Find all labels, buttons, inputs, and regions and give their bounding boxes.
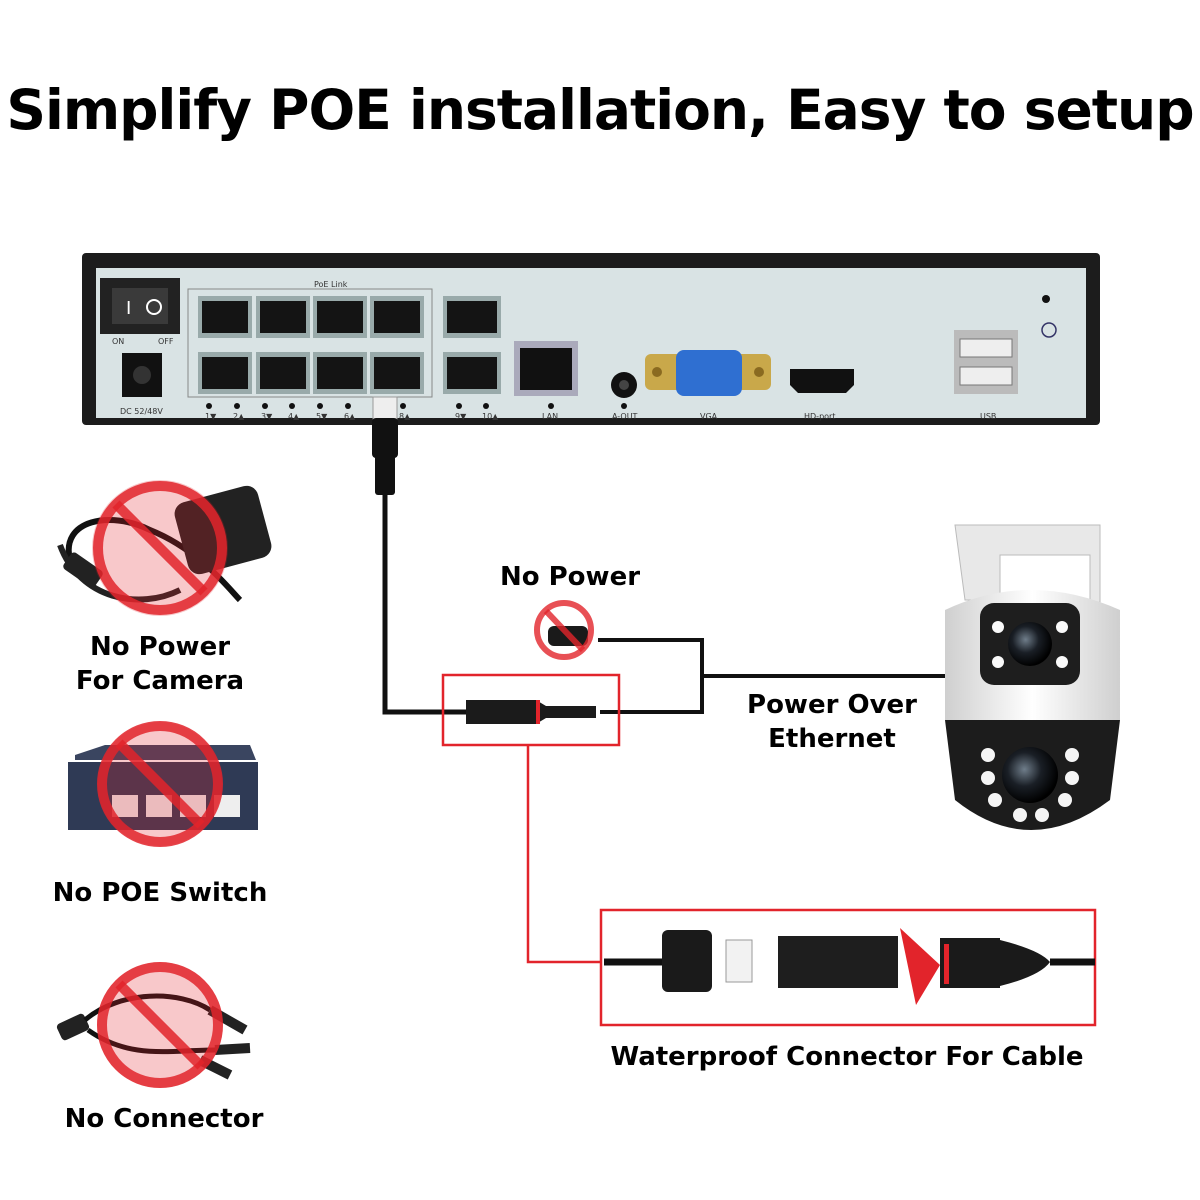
poe-port-group: [198, 296, 501, 394]
poe-port-6[interactable]: [313, 352, 367, 394]
prohibited-icon: [534, 600, 594, 660]
poe-line2: Ethernet: [768, 724, 896, 754]
no-connector-label: No Connector: [64, 1104, 264, 1134]
port-label-5: 5▼: [316, 412, 328, 421]
port-label-1: 1▼: [205, 412, 217, 421]
port-led-3: [262, 403, 268, 409]
poe-port-1[interactable]: [198, 296, 252, 338]
no-power-label: No Power: [499, 562, 641, 592]
port-led-5: [317, 403, 323, 409]
page-title: Simplify POE installation, Easy to setup: [6, 78, 1194, 142]
nvr-recorder: I ON OFF DC 52/48V PoE Link 1▼ 2▲ 3▼ 4▲ 5▼ 6▲…: [82, 253, 1100, 425]
poe-line1: Power Over: [747, 690, 917, 720]
port-label-8: 8▲: [399, 412, 411, 421]
port-label-10: 10▲: [482, 412, 499, 421]
usb-ports[interactable]: [954, 330, 1018, 394]
poe-port-2[interactable]: [198, 352, 252, 394]
port-led-10: [483, 403, 489, 409]
waterproof-connector-icon: [604, 928, 1095, 1005]
vga-port[interactable]: [645, 350, 771, 396]
no-power-camera-line2: For Camera: [75, 666, 245, 696]
no-power-camera-line1: No Power: [89, 632, 231, 662]
ip-camera-icon: [945, 524, 1120, 830]
poe-link-label: PoE Link: [314, 280, 348, 289]
port-label-3: 3▼: [261, 412, 273, 421]
poe-label: Power Over Ethernet: [732, 688, 932, 756]
aout-label: A-OUT: [612, 412, 638, 421]
ground-icon: [1041, 322, 1057, 338]
poe-port-8[interactable]: [370, 352, 424, 394]
poe-port-4[interactable]: [256, 352, 310, 394]
hd-label: HD-port: [804, 412, 835, 421]
port-led-1: [206, 403, 212, 409]
lan-port[interactable]: [514, 341, 578, 396]
port-led-9: [456, 403, 462, 409]
switch-off-label: OFF: [158, 337, 174, 346]
lan-label: LAN: [542, 412, 558, 421]
connector-callout: [441, 673, 1097, 1027]
hdmi-port[interactable]: [790, 369, 854, 393]
poe-port-5[interactable]: [313, 296, 367, 338]
port-label-4: 4▲: [288, 412, 300, 421]
port-led-6: [345, 403, 351, 409]
poe-port-9[interactable]: [443, 296, 501, 338]
poe-port-7[interactable]: [370, 296, 424, 338]
poe-port-3[interactable]: [256, 296, 310, 338]
port-label-6: 6▲: [344, 412, 356, 421]
dc-plug-no-power: [534, 600, 594, 660]
poe-port-10[interactable]: [443, 352, 501, 394]
no-power-camera-label: No Power For Camera: [40, 630, 280, 698]
svg-text:I: I: [126, 298, 131, 319]
network-cable: [372, 396, 945, 724]
dc-label: DC 52/48V: [120, 407, 163, 416]
power-switch[interactable]: I: [100, 278, 180, 334]
port-led-2: [234, 403, 240, 409]
dc-splitter-icon: [56, 962, 251, 1088]
power-adapter-icon: [57, 480, 272, 616]
vga-label: VGA: [700, 412, 718, 421]
switch-on-label: ON: [112, 337, 124, 346]
port-label-2: 2▲: [233, 412, 245, 421]
port-label-group: 1▼2▲3▼4▲5▼6▲7▼8▲9▼10▲: [205, 403, 499, 421]
port-label-9: 9▼: [455, 412, 467, 421]
waterproof-label: Waterproof Connector For Cable: [610, 1042, 1084, 1072]
usb-label: USB: [980, 412, 996, 421]
port-led-8: [400, 403, 406, 409]
dc-jack: [122, 353, 162, 397]
port-led-4: [289, 403, 295, 409]
no-poe-switch-label: No POE Switch: [52, 878, 268, 908]
poe-switch-icon: [68, 721, 258, 847]
